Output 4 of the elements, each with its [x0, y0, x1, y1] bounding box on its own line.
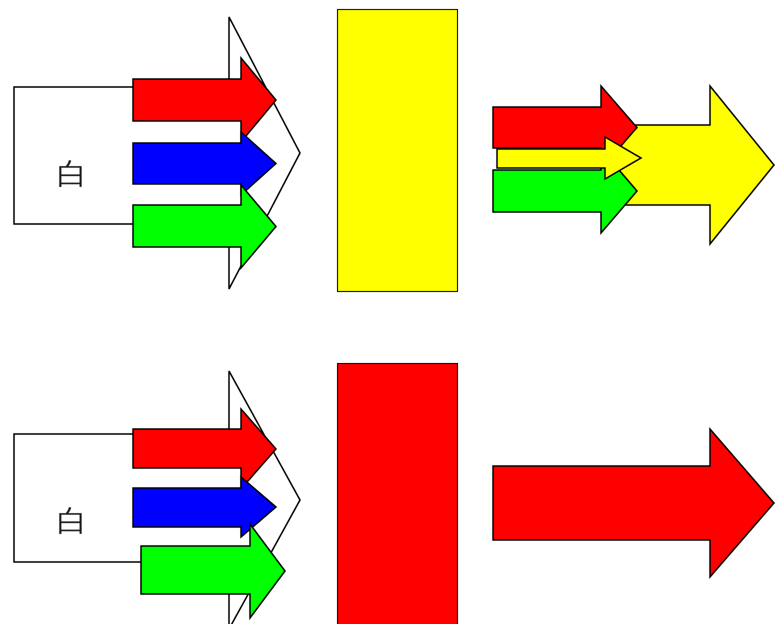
character-label: 白: [57, 160, 87, 190]
filter-block: [337, 363, 458, 624]
character-label: 白: [57, 507, 87, 537]
filter-block: [337, 9, 458, 292]
